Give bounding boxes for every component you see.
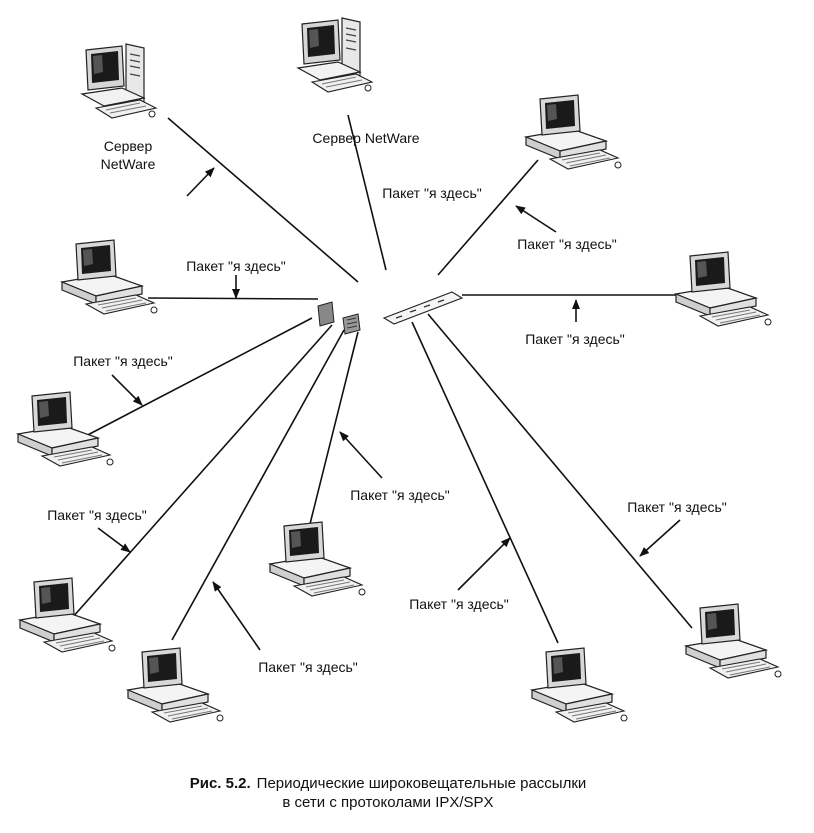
packet-label: Пакет "я здесь" [258, 659, 358, 675]
network-links [71, 114, 693, 644]
server-tower-icon [81, 43, 157, 119]
workstation-icon [675, 251, 772, 327]
packet-label: Пакет "я здесь" [517, 236, 617, 252]
figure-caption-line1: Рис. 5.2. Периодические широковещательные… [190, 775, 587, 792]
figure-caption-line2: в сети с протоколами IPX/SPX [282, 794, 493, 811]
server-left-label-line1: Сервер [104, 138, 153, 154]
link-ws-mid-left [77, 317, 313, 441]
link-ws-bottom-right [411, 321, 559, 644]
arrow-5 [111, 374, 143, 406]
link-server-top [347, 114, 387, 271]
packet-label: Пакет "я здесь" [186, 258, 286, 274]
server-tower-icon [297, 17, 373, 93]
figure-title: Периодические широковещательные рассылки [257, 775, 587, 792]
server-left-label-line2: NetWare [101, 156, 156, 172]
arrow-8 [639, 519, 681, 557]
link-ws-top-right [437, 159, 539, 276]
packet-label: Пакет "я здесь" [47, 507, 147, 523]
workstation-icon [19, 577, 116, 653]
workstation-icon [127, 647, 224, 723]
packet-arrows [97, 167, 681, 651]
packet-label: Пакет "я здесь" [73, 353, 173, 369]
figure-number: Рис. 5.2. [190, 775, 251, 792]
arrow-9 [457, 537, 511, 591]
workstation-icon [685, 603, 782, 679]
workstation-icon [525, 94, 622, 170]
server-top-label: Сервер NetWare [312, 130, 419, 146]
arrow-7 [97, 527, 131, 553]
arrow-3 [515, 205, 557, 233]
workstation-icon [269, 521, 366, 597]
workstation-icon [61, 239, 158, 315]
arrow-1 [186, 167, 215, 197]
packet-label: Пакет "я здесь" [350, 487, 450, 503]
link-ws-center [307, 331, 359, 533]
network-hub-icon [317, 291, 464, 335]
workstation-icon [531, 647, 628, 723]
packet-label: Пакет "я здесь" [627, 499, 727, 515]
link-ws-far-right [427, 313, 693, 629]
link-ws-bottom-left [171, 329, 345, 641]
arrow-10 [212, 581, 261, 651]
arrow-6 [339, 431, 383, 479]
packet-label: Пакет "я здесь" [525, 331, 625, 347]
link-server-left [167, 117, 359, 283]
packet-label: Пакет "я здесь" [382, 185, 482, 201]
link-ws-low-left [71, 324, 333, 619]
link-ws-left [147, 297, 319, 300]
packet-label: Пакет "я здесь" [409, 596, 509, 612]
